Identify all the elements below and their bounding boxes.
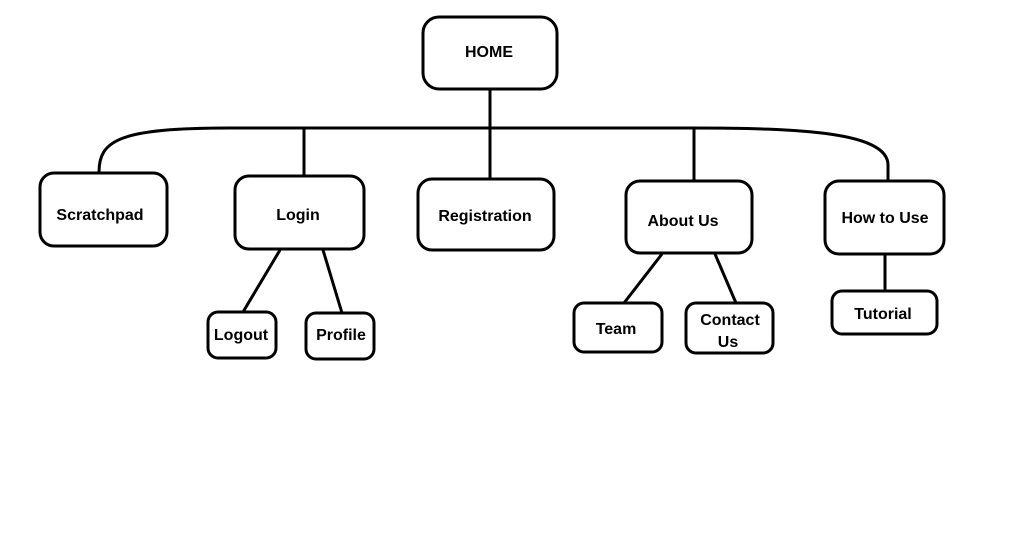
edge-horizontal-bus [97,126,890,181]
node-home: HOME [421,15,559,91]
node-label: About Us [647,213,718,230]
node-box [421,15,559,91]
node-label: HOME [465,44,513,61]
edge-login-logout [241,249,282,313]
node-box [624,179,754,255]
edge-about-contact [713,253,738,304]
node-tutorial: Tutorial [830,289,939,336]
edge-about-team [622,253,664,304]
node-contact-us: Contact Us [684,301,775,355]
node-box [572,301,664,354]
node-box [304,311,376,361]
edges [97,90,890,314]
node-box [830,289,939,336]
node-label: Profile [316,327,366,344]
node-scratchpad: Scratchpad [38,171,169,248]
node-label: Registration [438,208,531,225]
node-login: Login [233,174,366,251]
node-profile: Profile [304,311,376,361]
node-label: Tutorial [854,306,911,323]
node-box [206,310,278,360]
node-box [823,179,946,256]
node-box [233,174,366,251]
node-box [684,301,775,355]
node-how-to-use: How to Use [823,179,946,256]
node-box [38,171,169,248]
node-team: Team [572,301,664,354]
node-label: Logout [214,327,269,344]
node-label: How to Use [841,210,928,227]
node-about-us: About Us [624,179,754,255]
node-logout: Logout [206,310,278,360]
node-registration: Registration [416,177,556,252]
edge-login-profile [321,249,344,314]
node-label: Login [276,207,320,224]
node-label-line-1: Contact [700,312,760,329]
node-box [416,177,556,252]
node-label: Team [596,321,637,338]
node-label-line-2: Us [718,334,739,351]
node-label: Scratchpad [56,207,143,224]
